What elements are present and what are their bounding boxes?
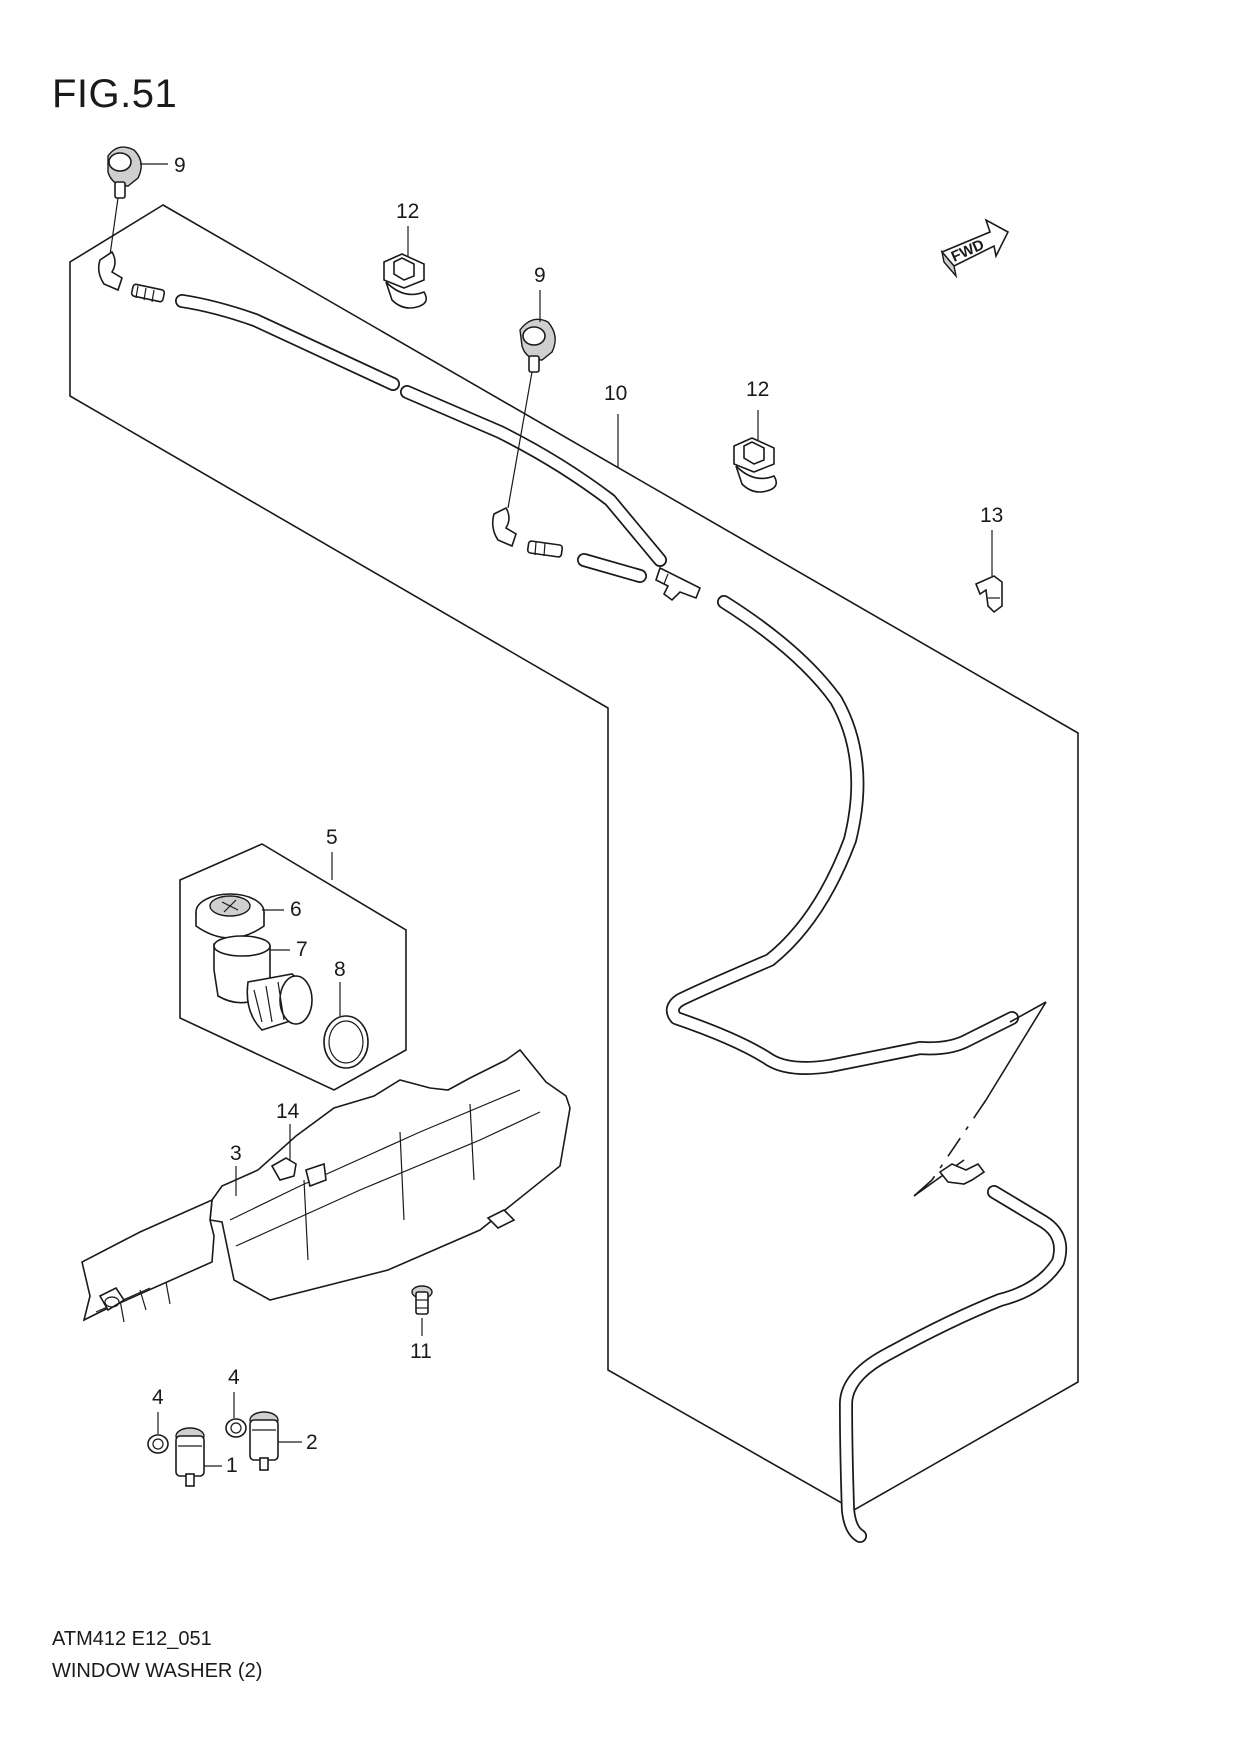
callout-11: 11 <box>410 1340 432 1363</box>
short-hose-segment <box>577 553 647 583</box>
washer-pump-1 <box>175 1427 205 1487</box>
hose-elbow-center <box>491 506 517 548</box>
washer-nozzle-center <box>507 318 556 509</box>
pump-grommet-right <box>225 1418 247 1438</box>
figure-name: WINDOW WASHER (2) <box>52 1660 263 1682</box>
hose-joint-13 <box>974 575 1003 614</box>
o-ring <box>323 1015 369 1069</box>
callout-9-center: 9 <box>534 264 546 287</box>
callout-12-top: 12 <box>396 200 419 223</box>
callout-8: 8 <box>334 958 346 981</box>
callout-numbers: 9 12 9 10 12 13 5 6 7 8 14 3 11 4 4 1 2 <box>152 154 1003 1477</box>
washer-hose-lower <box>839 1185 1068 1543</box>
hose-clamp-right <box>733 437 778 493</box>
pump-grommet-left <box>147 1434 169 1454</box>
washer-tank <box>81 1048 571 1323</box>
callout-12-right: 12 <box>746 378 769 401</box>
callout-6: 6 <box>290 898 302 921</box>
hose-clamp-top <box>383 253 428 309</box>
callout-2: 2 <box>306 1431 318 1454</box>
leader-lines <box>140 163 993 1467</box>
washer-hose-upper <box>175 294 667 567</box>
washer-hose-main-run <box>665 595 1019 1075</box>
hose-elbow-left <box>97 250 123 292</box>
callout-1: 1 <box>226 1454 238 1477</box>
joint-connector-center <box>526 540 564 558</box>
tee-joint <box>655 566 702 602</box>
joint-connector-left <box>130 283 166 303</box>
washer-pump-2 <box>249 1411 279 1471</box>
callout-3: 3 <box>230 1142 242 1165</box>
grommet <box>270 1157 297 1181</box>
fwd-label: FWD <box>949 236 987 265</box>
callout-4-right: 4 <box>228 1366 240 1389</box>
assembly-outline <box>69 204 1079 1511</box>
figure-code: ATM412 E12_051 <box>52 1628 212 1650</box>
hose-break-indicator <box>913 1001 1047 1197</box>
callout-13: 13 <box>980 504 1003 527</box>
washer-nozzle-left <box>107 146 142 256</box>
tank-cap <box>195 893 265 939</box>
callout-7: 7 <box>296 938 308 961</box>
forward-direction-arrow: FWD <box>940 218 1010 279</box>
hose-elbow-lower <box>938 1162 986 1185</box>
callout-5: 5 <box>326 826 338 849</box>
cap-assembly-inset <box>179 843 407 1091</box>
tank-inlet-neck <box>213 935 313 1031</box>
figure-title: FIG.51 <box>52 72 178 116</box>
tank-bolt <box>411 1285 433 1315</box>
callout-4-left: 4 <box>152 1386 164 1409</box>
callout-9-left: 9 <box>174 154 186 177</box>
callout-14: 14 <box>276 1100 300 1123</box>
callout-10: 10 <box>604 382 627 405</box>
